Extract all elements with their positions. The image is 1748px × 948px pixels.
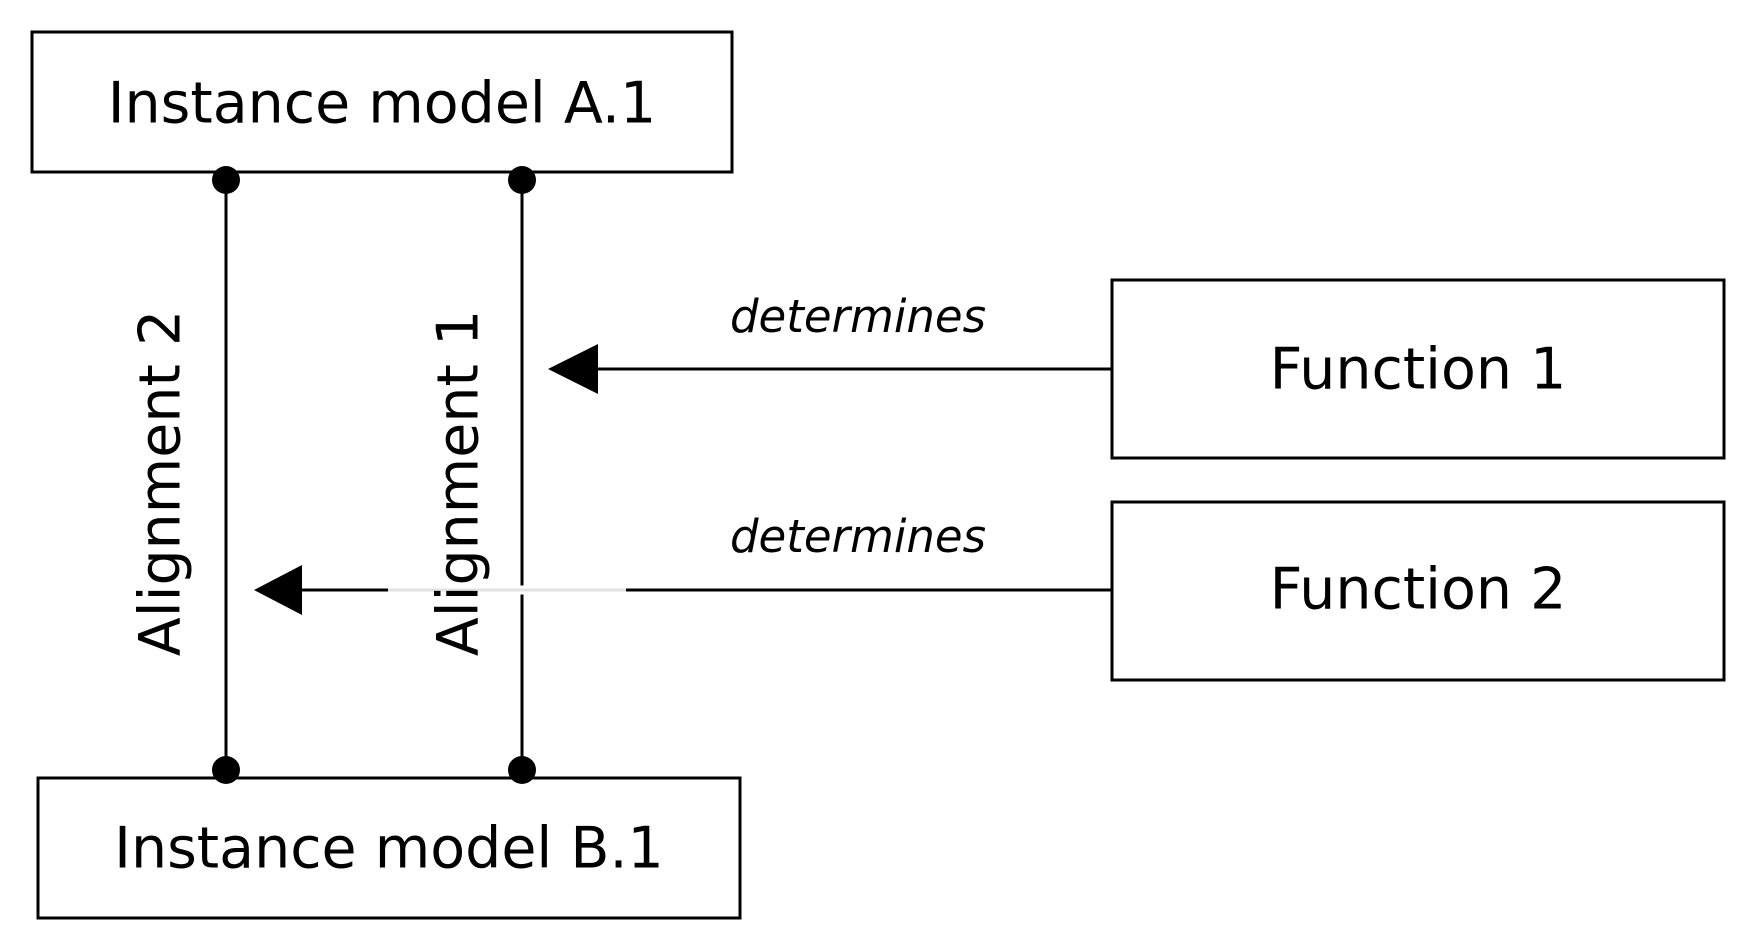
instance-model-b-label: Instance model B.1 xyxy=(114,816,664,882)
function-1-box: Function 1 xyxy=(1110,278,1726,460)
function-2-determines-arrow xyxy=(254,565,1112,615)
arrowhead-icon xyxy=(548,344,598,394)
arrowhead-icon xyxy=(254,565,302,615)
instance-model-b-box: Instance model B.1 xyxy=(36,776,742,920)
instance-model-a-label: Instance model A.1 xyxy=(108,71,657,137)
alignment-2-top-endpoint xyxy=(212,166,240,194)
relation-label-function-1: determines xyxy=(730,290,986,343)
instance-model-a-box: Instance model A.1 xyxy=(30,30,734,174)
function-1-determines-arrow xyxy=(548,344,1112,394)
alignment-1-top-endpoint xyxy=(508,166,536,194)
alignment-1-bottom-endpoint xyxy=(508,756,536,784)
function-2-box: Function 2 xyxy=(1110,500,1726,682)
function-1-label: Function 1 xyxy=(1270,337,1567,403)
function-2-label: Function 2 xyxy=(1270,557,1567,623)
alignment-1-label: Alignment 1 xyxy=(426,310,492,656)
alignment-2-label: Alignment 2 xyxy=(128,310,194,656)
relation-label-function-2: determines xyxy=(730,510,986,563)
alignment-2-bottom-endpoint xyxy=(212,756,240,784)
